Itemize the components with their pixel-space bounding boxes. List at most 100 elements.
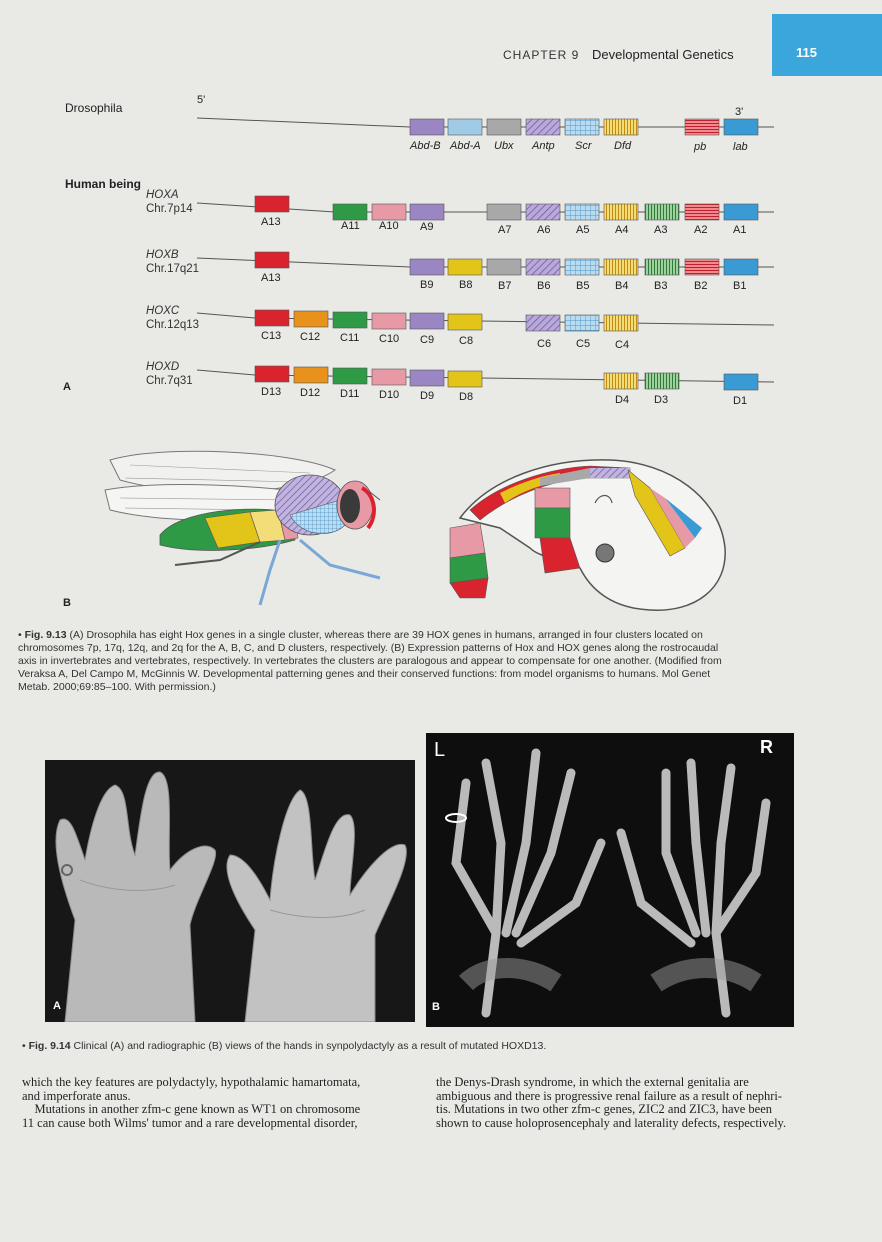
gene-label: A9 — [420, 221, 434, 233]
gene-label: C8 — [459, 335, 474, 347]
caption-text: (A) Drosophila has eight Hox genes in a … — [69, 629, 703, 641]
caption-line-5: Metab. 2000;69:85–100. With permission.) — [18, 681, 216, 693]
caption-line-1: • Fig. 9.13 (A) Drosophila has eight Hox… — [18, 629, 703, 641]
gene-label: D12 — [300, 387, 321, 399]
gene-label: Antp — [532, 140, 555, 152]
chapter-title: Developmental Genetics — [592, 47, 734, 62]
gene-label: Abd-A — [450, 140, 481, 152]
caption-line-3: axis in invertebrates and vertebrates, r… — [18, 655, 722, 667]
embryo-illustration — [449, 459, 726, 611]
body-line: ambiguous and there is progressive renal… — [436, 1088, 783, 1103]
gene-label: A11 — [341, 220, 360, 232]
page-number: 115 — [796, 45, 817, 60]
gene-label: A6 — [537, 224, 551, 236]
cluster-chromosome: Chr.17q21 — [146, 263, 200, 275]
gene-label: B5 — [576, 280, 590, 292]
three-prime-label: 3' — [735, 106, 744, 118]
xray-panel-letter: B — [432, 1001, 440, 1013]
human-label: Human being — [65, 177, 142, 191]
radiograph-hands: L R B — [426, 733, 794, 1027]
cluster-chromosome: Chr.7q31 — [146, 375, 193, 387]
gene-label: pb — [694, 141, 707, 153]
body-line: the Denys-Drash syndrome, in which the e… — [436, 1075, 749, 1089]
cluster-hoxa-label: HOXA Chr.7p14 — [146, 188, 193, 216]
cluster-chromosome: Chr.7p14 — [146, 203, 193, 215]
gene-label: C11 — [340, 332, 360, 344]
cluster-name: HOXA — [146, 189, 179, 201]
gene-label: D9 — [420, 390, 435, 402]
gene-label: C6 — [537, 338, 552, 350]
cluster-chromosome: Chr.12q13 — [146, 319, 200, 331]
gene-label: B3 — [654, 280, 668, 292]
hoxd-gene-boxes — [254, 365, 759, 391]
gene-label: B1 — [733, 280, 747, 292]
gene-label: A1 — [733, 224, 747, 236]
gene-label: C5 — [576, 338, 591, 350]
caption-text: Clinical (A) and radiographic (B) views … — [73, 1040, 547, 1052]
gene-label: C9 — [420, 334, 435, 346]
five-prime-label: 5' — [197, 94, 206, 106]
gene-label: D4 — [615, 394, 630, 406]
body-line: shown to cause holoprosencephaly and lat… — [436, 1115, 787, 1130]
gene-label: C4 — [615, 339, 630, 351]
caption-label: Fig. 9.13 — [24, 629, 67, 641]
xray-drawing — [445, 748, 771, 1018]
cluster-name: HOXB — [146, 249, 179, 261]
fly-illustration — [104, 450, 381, 606]
gene-label: B7 — [498, 280, 512, 292]
gene-label: Ubx — [494, 140, 514, 152]
caption-line-4: Veraksa A, Del Campo M, McGinnis W. Deve… — [18, 668, 711, 680]
cluster-hoxd-label: HOXD Chr.7q31 — [146, 360, 193, 388]
gene-label: A13 — [261, 272, 281, 284]
hoxa-gene-boxes — [254, 195, 759, 221]
xray-left-marker: L — [434, 739, 446, 761]
gene-label: Dfd — [614, 140, 632, 152]
gene-label: D3 — [654, 394, 669, 406]
body-line: tis. Mutations in two other zfm-c genes,… — [436, 1102, 773, 1116]
body-text-right: the Denys-Drash syndrome, in which the e… — [436, 1075, 836, 1130]
caption-label: Fig. 9.14 — [28, 1040, 71, 1052]
hoxc-gene-boxes — [254, 309, 639, 332]
chapter-label: CHAPTER 9 — [503, 48, 580, 62]
cluster-hoxb-label: HOXB Chr.17q21 — [146, 248, 199, 276]
cluster-hoxc-label: HOXC Chr.12q13 — [146, 304, 199, 332]
hox-cluster-diagram — [196, 117, 775, 391]
page-number-tab: 115 — [772, 14, 882, 76]
gene-label: D1 — [733, 395, 748, 407]
cluster-name: HOXD — [146, 361, 180, 373]
clinical-hands-photo: A — [45, 760, 415, 1022]
gene-label: B2 — [694, 280, 708, 292]
gene-label: D8 — [459, 391, 474, 403]
gene-label: Scr — [575, 140, 592, 152]
fig-9-14-caption: • Fig. 9.14 Clinical (A) and radiographi… — [22, 1040, 547, 1052]
body-line: 11 can cause both Wilms' tumor and a rar… — [22, 1115, 358, 1130]
gene-label: A5 — [576, 224, 590, 236]
gene-label: A13 — [261, 216, 281, 228]
gene-label: lab — [733, 141, 748, 153]
gene-label: C13 — [261, 330, 282, 342]
hoxb-gene-boxes — [254, 251, 759, 276]
caption-line-2: chromosomes 7p, 17q, 12q, and 2q for the… — [18, 642, 719, 654]
gene-label: A7 — [498, 224, 512, 236]
drosophila-gene-boxes — [409, 118, 759, 136]
drosophila-label: Drosophila — [65, 101, 123, 115]
panel-a-letter: A — [63, 381, 71, 393]
gene-label: Abd-B — [410, 140, 441, 152]
gene-label: D10 — [379, 389, 400, 401]
gene-label: B9 — [420, 279, 434, 291]
gene-label: D13 — [261, 386, 282, 398]
panel-b-letter: B — [63, 597, 71, 609]
gene-label: C10 — [379, 333, 400, 345]
cluster-name: HOXC — [146, 305, 180, 317]
fig-9-13-caption: • Fig. 9.13 (A) Drosophila has eight Hox… — [18, 629, 830, 694]
gene-label: B4 — [615, 280, 629, 292]
gene-label: B6 — [537, 280, 551, 292]
gene-label: A10 — [379, 220, 399, 232]
photo-panel-letter: A — [53, 1000, 61, 1012]
gene-label: B8 — [459, 279, 473, 291]
gene-label: C12 — [300, 331, 321, 343]
body-line: Mutations in another zfm-c gene known as… — [22, 1102, 361, 1116]
gene-label: A2 — [694, 224, 708, 236]
gene-label: A4 — [615, 224, 629, 236]
hands-drawing — [55, 771, 407, 1022]
